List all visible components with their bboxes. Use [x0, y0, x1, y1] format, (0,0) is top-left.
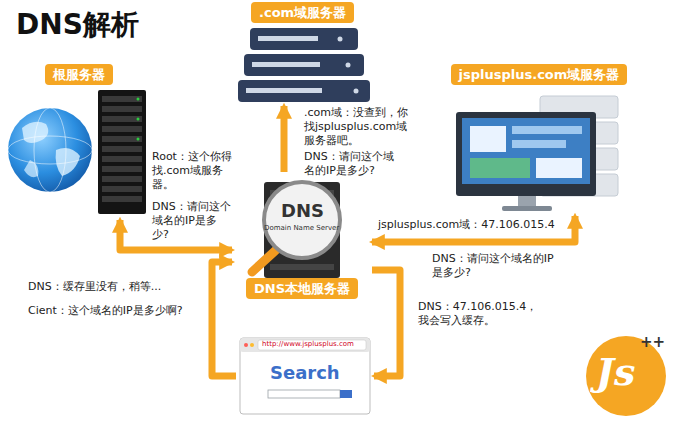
magnifier-subtext: Domain Name Server [264, 224, 339, 232]
browser-window [250, 343, 254, 347]
logo-plus: ++ [640, 334, 665, 350]
root-server: 根服务器 [5, 64, 153, 220]
dns-local-server: DNS Domain Name ServerDNS本地服务器 [232, 172, 372, 302]
globe-icon [34, 108, 66, 192]
root-server-rack [102, 116, 142, 122]
flow-arrow [281, 106, 288, 172]
jsplusplus-server: jsplusplus.com域服务器 [448, 64, 631, 216]
com-server-stack [246, 88, 322, 93]
jsplusplus-server-and-monitor [502, 206, 552, 211]
root-server-rack [102, 186, 142, 192]
search-logo: Search [270, 362, 340, 383]
com-server-stack [338, 37, 343, 42]
server-label: .com域服务器 [251, 2, 354, 23]
diagram-title: DNS解析 [16, 6, 139, 44]
jsplusplus-server-and-monitor [536, 158, 582, 178]
com-server-stack [252, 62, 320, 67]
jsplusplus-server-and-monitor [470, 158, 530, 178]
com-server-stack [238, 28, 370, 102]
dns-local-server [264, 182, 340, 278]
com-server-stack [238, 80, 370, 102]
address-bar-url: http://www.jsplusplus.com [262, 340, 354, 348]
browser-window [340, 390, 352, 398]
dialogue-note: DNS：请问这个域名的IP是多少? [432, 252, 562, 280]
com-server-stack [354, 89, 359, 94]
jsplusplus-server-and-monitor [512, 140, 566, 148]
dns-local-server [264, 182, 340, 258]
root-server-rack [102, 166, 142, 172]
dialogue-note: .com域：没查到，你找jsplusplus.com域服务器吧。 [304, 106, 416, 148]
browser-window [240, 338, 370, 414]
browser-window [240, 338, 370, 414]
dns-local-server [252, 250, 276, 272]
root-server-rack [137, 118, 140, 121]
globe-icon [8, 108, 92, 192]
root-server-rack [102, 106, 142, 112]
globe-icon [8, 108, 92, 192]
jsplusplus-server-and-monitor [512, 126, 582, 134]
dialogue-note: Cient：这个域名的IP是多少啊? [28, 304, 183, 318]
flow-arrow [372, 270, 400, 376]
root-server-rack [102, 96, 142, 102]
root-server-rack [102, 156, 142, 162]
root-server-rack [102, 136, 142, 142]
dialogue-note: DNS：缓存里没有，稍等... [28, 280, 161, 294]
dialogue-note: Root：这个你得找.com域服务器。 [152, 150, 232, 192]
dns-local-server [252, 182, 340, 278]
dialogue-note: DNS：请问这个域名的IP是多少? [152, 200, 232, 242]
com-server-stack [346, 63, 351, 68]
com-server: .com域服务器 [232, 2, 374, 106]
root-server-rack [102, 146, 142, 152]
com-server-stack [250, 28, 358, 50]
root-server-rack [98, 90, 146, 214]
jsplusplus-server-and-monitor [470, 126, 506, 152]
browser-window [240, 338, 370, 352]
magnifier-text: DNS [281, 200, 324, 221]
dialogue-note: jsplusplus.com域：47.106.015.4 [378, 218, 555, 232]
dialogue-note: DNS：47.106.015.4，我会写入缓存。 [418, 300, 548, 328]
jsplusplus-server-and-monitor [462, 118, 590, 184]
root-server-rack [102, 126, 142, 132]
browser-window [268, 390, 340, 398]
server-label: 根服务器 [45, 64, 113, 85]
jsplusplus-server-and-monitor [456, 112, 596, 196]
browser-window [244, 343, 248, 347]
root-server-rack [137, 98, 140, 101]
com-server-stack [258, 36, 318, 41]
server-label: DNS本地服务器 [246, 278, 358, 299]
flow-arrow [212, 262, 236, 376]
server-label: jsplusplus.com域服务器 [451, 64, 628, 85]
com-server-stack [244, 54, 364, 76]
globe-icon [56, 148, 80, 176]
jsplusplus-server-and-monitor [456, 96, 618, 211]
browser-client: http://www.jsplusplus.comSearch [236, 336, 374, 416]
root-server-rack [102, 196, 142, 202]
browser-window [258, 340, 366, 350]
root-server-rack [137, 138, 140, 141]
root-server-rack [98, 90, 146, 214]
dns-local-server [270, 264, 334, 270]
root-server-rack [102, 176, 142, 182]
logo-mark: Js [596, 350, 635, 394]
globe-icon [8, 136, 92, 164]
jsplusplus-server-and-monitor [518, 196, 536, 206]
flow-arrow [372, 216, 575, 242]
dialogue-note: DNS：请问这个域名的IP是多少? [304, 150, 404, 178]
